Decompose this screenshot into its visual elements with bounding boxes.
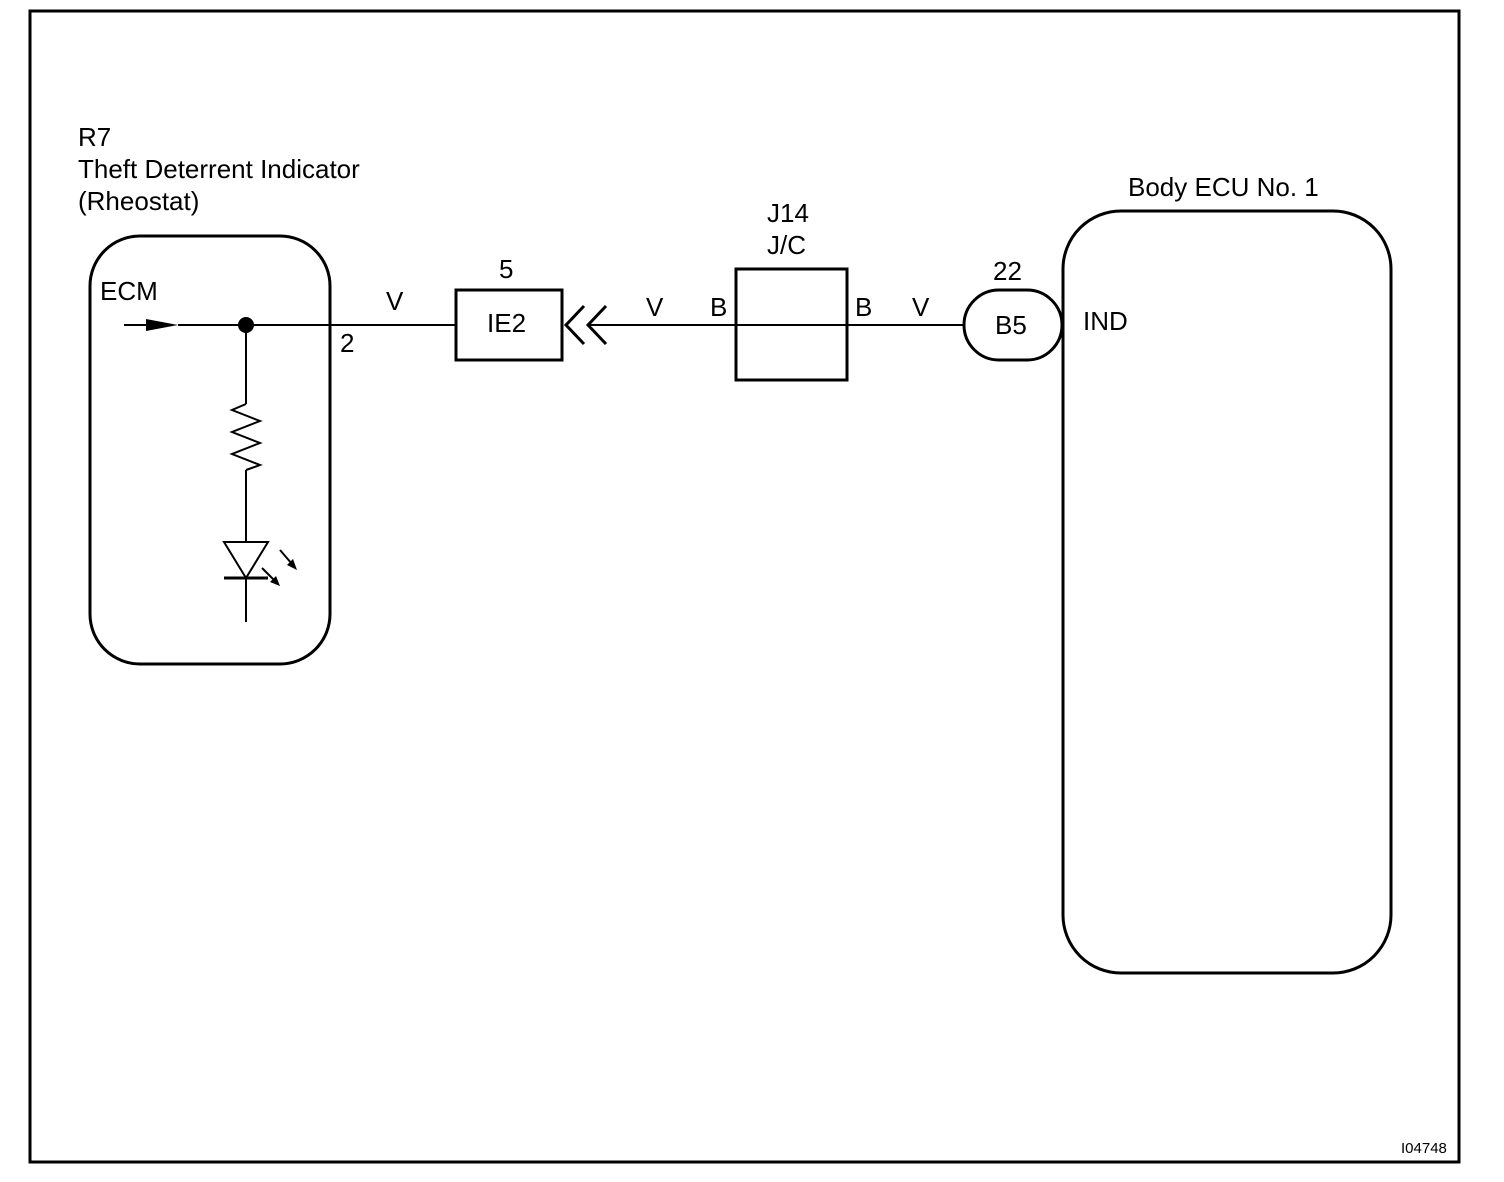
ie2-connector-box (454, 288, 564, 362)
r7-code-label: R7 (78, 122, 111, 152)
j14-name-label: J/C (767, 230, 806, 260)
wire2-color-label: V (646, 292, 664, 322)
ie2-pin-label: 5 (499, 254, 513, 284)
j14-left-terminal-label: B (710, 292, 727, 322)
r7-pin-label: 2 (340, 328, 354, 358)
diagram-frame (28, 9, 1461, 1164)
figure-id: I04748 (1401, 1140, 1447, 1157)
r7-name-label: Theft Deterrent Indicator (78, 154, 360, 184)
b5-connector-label: B5 (995, 310, 1027, 340)
r7-variant-label: (Rheostat) (78, 186, 199, 216)
resistor-icon (229, 403, 263, 471)
ind-terminal-label: IND (1083, 306, 1128, 336)
body-ecu-label: Body ECU No. 1 (1128, 172, 1319, 202)
wire3-color-label: V (912, 292, 930, 322)
b5-pin-label: 22 (993, 256, 1022, 286)
body-ecu-box (1061, 209, 1393, 975)
wire1-color-label: V (386, 286, 404, 316)
led-icon (222, 541, 297, 622)
j14-right-terminal-label: B (855, 292, 872, 322)
ecm-label: ECM (100, 276, 158, 306)
connector-chevron-icon (563, 304, 608, 346)
ie2-connector-label: IE2 (487, 308, 526, 338)
r7-component-box (88, 234, 332, 666)
ecm-arrow-icon (146, 319, 178, 331)
j14-code-label: J14 (767, 198, 809, 228)
